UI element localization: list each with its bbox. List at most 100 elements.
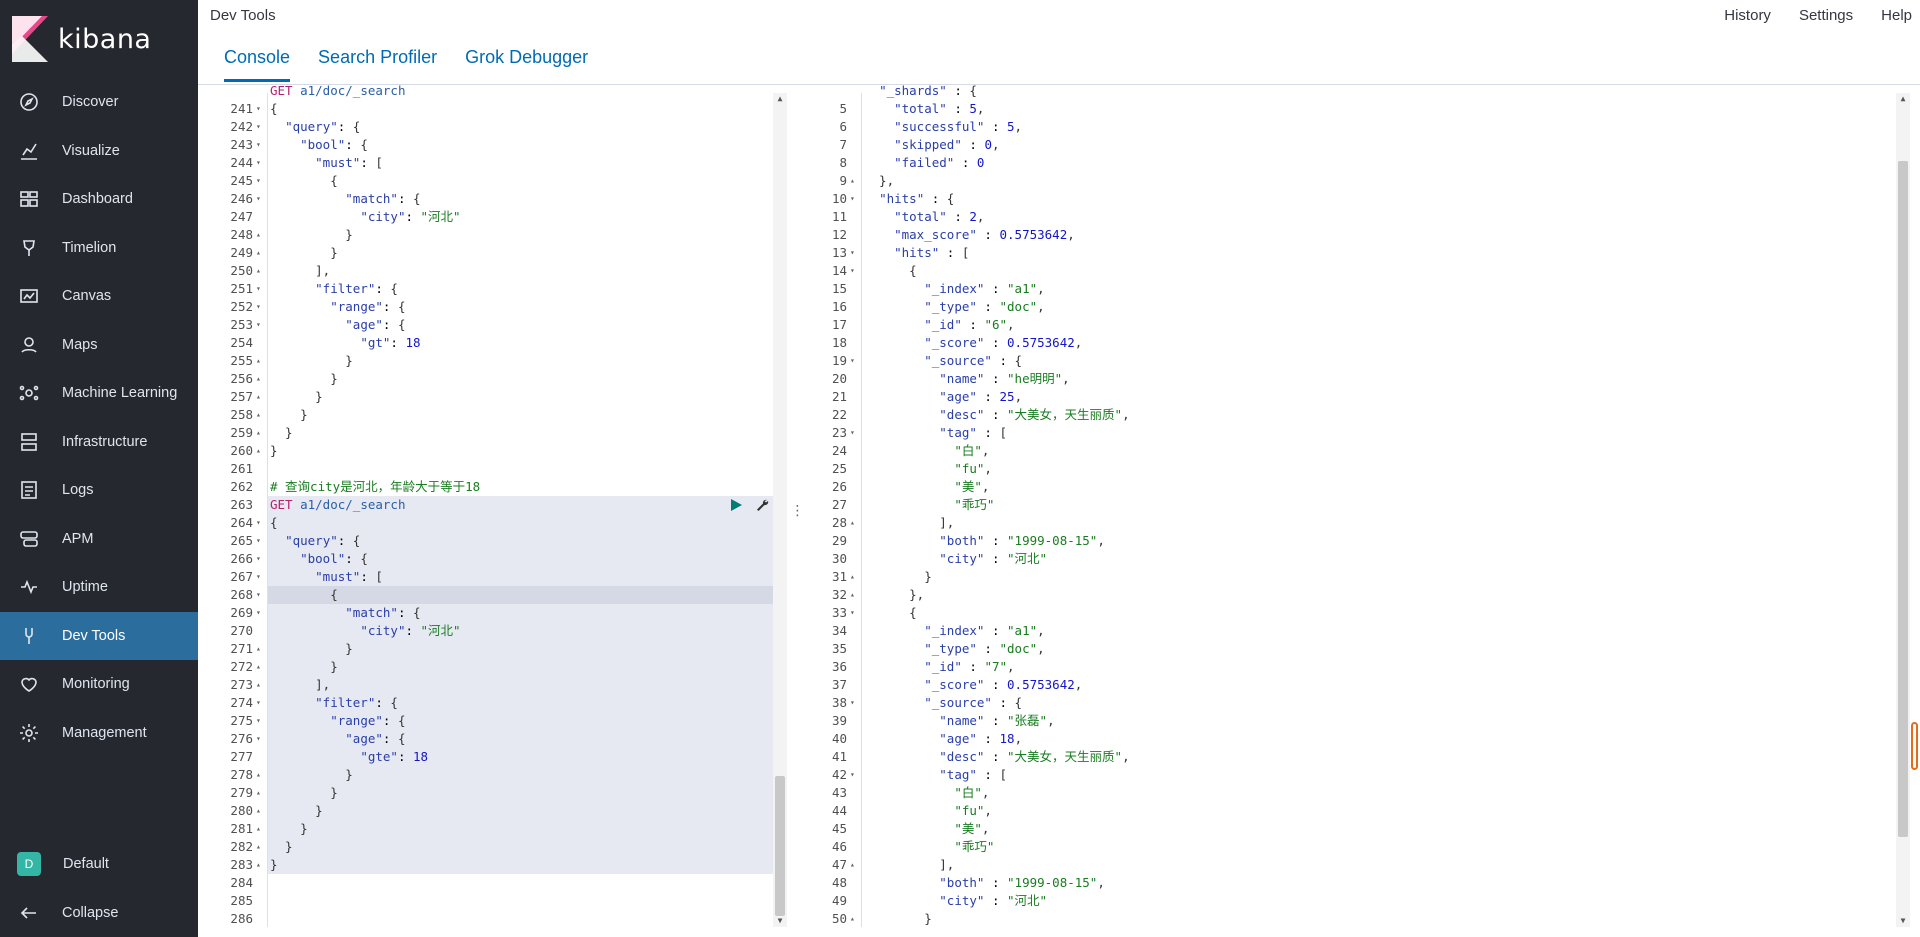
play-icon[interactable] [729, 498, 743, 512]
fold-close-icon[interactable]: ▴ [256, 446, 261, 455]
fold-open-icon[interactable]: ▾ [256, 140, 261, 149]
arrow-left-icon [18, 902, 40, 924]
tab-grok-debugger[interactable]: Grok Debugger [465, 47, 589, 67]
scroll-down-icon[interactable]: ▼ [1900, 916, 1906, 925]
request-scrollbar[interactable]: ▲ ▼ [773, 93, 787, 927]
fold-open-icon[interactable]: ▾ [850, 266, 855, 275]
sidebar-item-logs[interactable]: Logs [0, 466, 198, 515]
sidebar-item-apm[interactable]: APM [0, 515, 198, 564]
settings-link[interactable]: Settings [1798, 7, 1854, 24]
request-scroll-thumb[interactable] [775, 776, 785, 916]
line-number: 266 [230, 551, 253, 566]
fold-open-icon[interactable]: ▾ [256, 536, 261, 545]
fold-close-icon[interactable]: ▴ [256, 842, 261, 851]
fold-close-icon[interactable]: ▴ [256, 374, 261, 383]
fold-open-icon[interactable]: ▾ [850, 428, 855, 437]
tab-console[interactable]: Console [214, 43, 308, 82]
response-scrollbar[interactable]: ▲ ▼ [1896, 93, 1910, 927]
fold-close-icon[interactable]: ▴ [850, 176, 855, 185]
line-number: 260 [230, 443, 253, 458]
sidebar-item-machine-learning[interactable]: Machine Learning [0, 369, 198, 418]
fold-close-icon[interactable]: ▴ [256, 410, 261, 419]
tab-search-profiler[interactable]: Search Profiler [318, 47, 438, 67]
fold-open-icon[interactable]: ▾ [850, 608, 855, 617]
sidebar-item-management[interactable]: Management [0, 709, 198, 758]
response-scroll-thumb[interactable] [1898, 161, 1908, 837]
fold-open-icon[interactable]: ▾ [256, 518, 261, 527]
space-selector[interactable]: D Default [0, 840, 198, 889]
scroll-up-icon[interactable]: ▲ [1900, 94, 1906, 103]
fold-close-icon[interactable]: ▴ [256, 266, 261, 275]
fold-open-icon[interactable]: ▾ [850, 698, 855, 707]
sidebar-item-maps[interactable]: Maps [0, 321, 198, 370]
fold-open-icon[interactable]: ▾ [256, 194, 261, 203]
fold-close-icon[interactable]: ▴ [256, 392, 261, 401]
sidebar-item-discover[interactable]: Discover [0, 78, 198, 127]
kibana-logo[interactable]: kibana [0, 0, 198, 78]
sidebar-item-monitoring[interactable]: Monitoring [0, 660, 198, 709]
line-number: 267 [230, 569, 253, 584]
fold-close-icon[interactable]: ▴ [256, 860, 261, 869]
fold-open-icon[interactable]: ▾ [850, 770, 855, 779]
fold-open-icon[interactable]: ▾ [850, 356, 855, 365]
collapse-button[interactable]: Collapse [0, 889, 198, 937]
history-link[interactable]: History [1724, 7, 1771, 24]
sidebar-item-label: Dev Tools [62, 627, 126, 644]
fold-open-icon[interactable]: ▾ [256, 572, 261, 581]
wrench-icon[interactable] [755, 498, 769, 512]
fold-close-icon[interactable]: ▴ [850, 914, 855, 923]
fold-close-icon[interactable]: ▴ [850, 590, 855, 599]
fold-open-icon[interactable]: ▾ [256, 716, 261, 725]
fold-close-icon[interactable]: ▴ [850, 572, 855, 581]
fold-close-icon[interactable]: ▴ [256, 356, 261, 365]
fold-close-icon[interactable]: ▴ [256, 644, 261, 653]
fold-open-icon[interactable]: ▾ [850, 194, 855, 203]
line-number: 10 [831, 191, 847, 206]
request-code[interactable]: GET a1/doc/_search{ "query": { "bool": {… [270, 83, 775, 927]
fold-close-icon[interactable]: ▴ [256, 788, 261, 797]
code-line: "max_score" : 0.5753642, [894, 227, 1075, 242]
fold-close-icon[interactable]: ▴ [256, 680, 261, 689]
fold-close-icon[interactable]: ▴ [256, 428, 261, 437]
sidebar-item-dev-tools[interactable]: Dev Tools [0, 611, 198, 660]
fold-open-icon[interactable]: ▾ [256, 104, 261, 113]
fold-close-icon[interactable]: ▴ [256, 662, 261, 671]
code-line: { [270, 173, 338, 188]
sidebar-item-timelion[interactable]: Timelion [0, 224, 198, 273]
fold-open-icon[interactable]: ▾ [256, 122, 261, 131]
fold-open-icon[interactable]: ▾ [256, 734, 261, 743]
fold-close-icon[interactable]: ▴ [256, 230, 261, 239]
scroll-down-icon[interactable]: ▼ [777, 916, 783, 925]
fold-close-icon[interactable]: ▴ [256, 248, 261, 257]
sidebar-item-uptime[interactable]: Uptime [0, 563, 198, 612]
fold-open-icon[interactable]: ▾ [256, 284, 261, 293]
response-code[interactable]: "_shards" : { "total" : 5, "successful" … [864, 83, 1892, 927]
fold-open-icon[interactable]: ▾ [256, 590, 261, 599]
fold-close-icon[interactable]: ▴ [850, 518, 855, 527]
pane-resizer[interactable]: ⋮ [789, 93, 806, 927]
fold-close-icon[interactable]: ▴ [256, 806, 261, 815]
code-line: } [270, 245, 338, 260]
fold-open-icon[interactable]: ▾ [256, 698, 261, 707]
help-link[interactable]: Help [1881, 7, 1912, 24]
line-number: 27 [831, 497, 847, 512]
sidebar-item-label: Maps [62, 336, 98, 353]
sidebar-item-canvas[interactable]: Canvas [0, 272, 198, 321]
fold-close-icon[interactable]: ▴ [256, 770, 261, 779]
fold-open-icon[interactable]: ▾ [256, 302, 261, 311]
fold-close-icon[interactable]: ▴ [256, 824, 261, 833]
code-line: "白", [954, 443, 990, 458]
fold-open-icon[interactable]: ▾ [850, 248, 855, 257]
fold-open-icon[interactable]: ▾ [256, 554, 261, 563]
fold-open-icon[interactable]: ▾ [256, 158, 261, 167]
scroll-up-icon[interactable]: ▲ [777, 94, 783, 103]
sidebar-item-visualize[interactable]: Visualize [0, 127, 198, 176]
fold-open-icon[interactable]: ▾ [256, 176, 261, 185]
sidebar-item-dashboard[interactable]: Dashboard [0, 175, 198, 224]
sidebar-item-infrastructure[interactable]: Infrastructure [0, 418, 198, 467]
fold-open-icon[interactable]: ▾ [256, 608, 261, 617]
fold-close-icon[interactable]: ▴ [850, 860, 855, 869]
fold-open-icon[interactable]: ▾ [256, 320, 261, 329]
